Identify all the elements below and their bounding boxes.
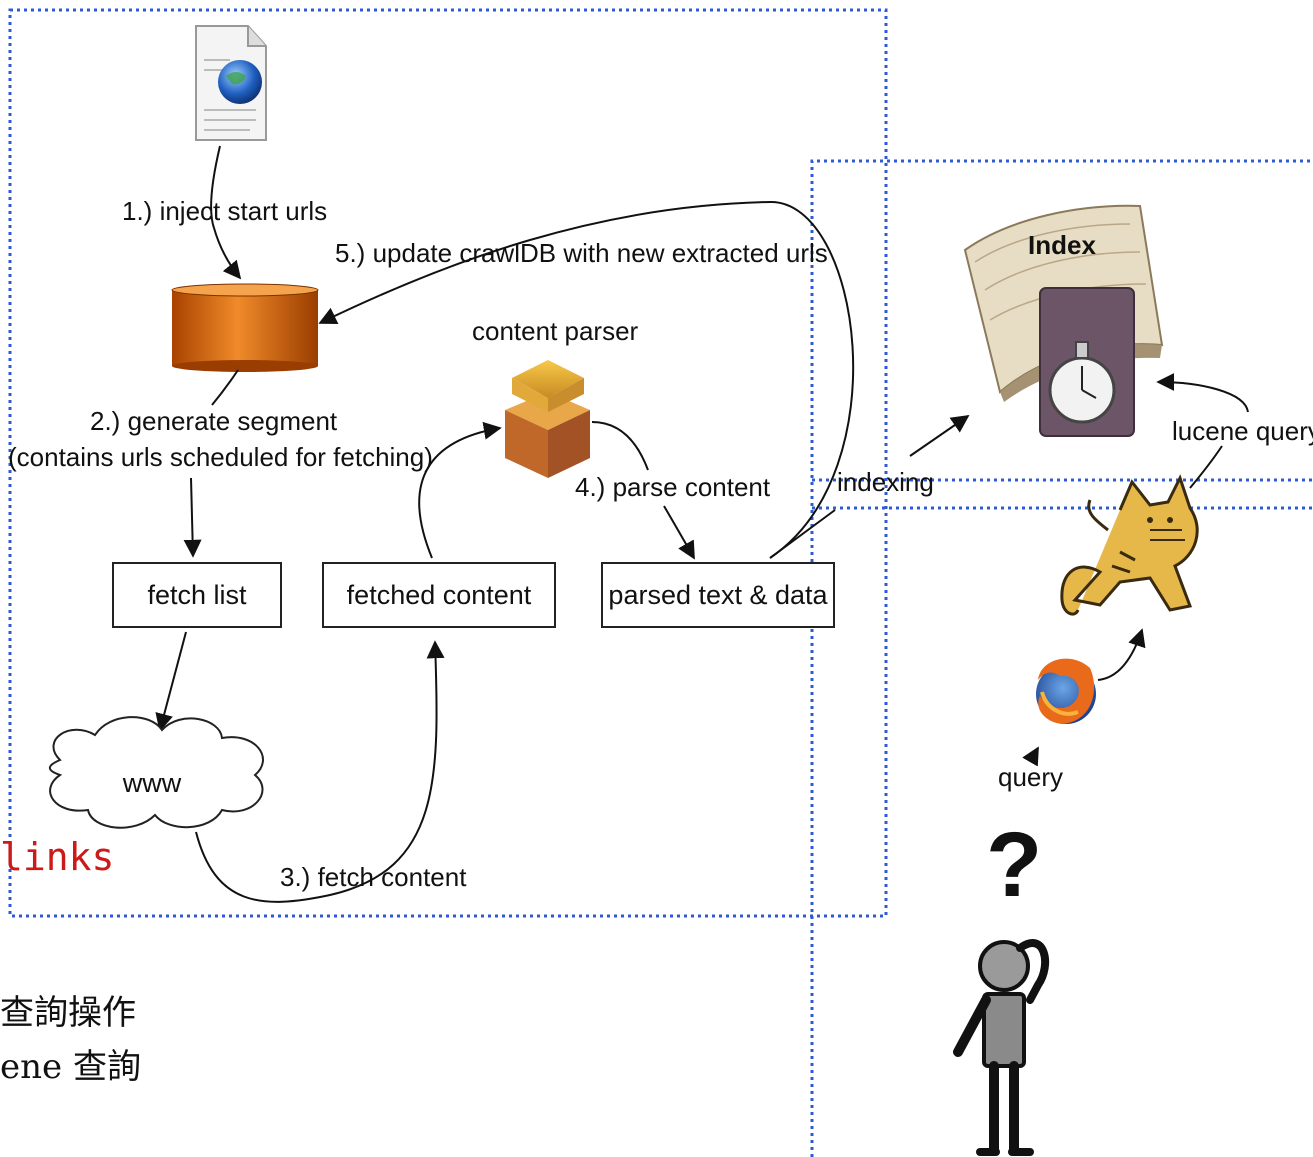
crawl-region-border — [8, 8, 888, 918]
arrow-to-parser — [418, 421, 502, 559]
tomcat-icon — [1060, 474, 1199, 616]
crawldb-cylinder-icon — [171, 283, 319, 372]
arrow-lucene-query — [1156, 373, 1249, 413]
svg-text:www: www — [122, 768, 182, 798]
fetch-list-box: fetch list — [112, 562, 282, 628]
question-mark-icon: ? — [986, 814, 1042, 916]
arrow-query — [1022, 746, 1039, 767]
label-query: query — [998, 762, 1063, 792]
bottom-text-line2: ene 查詢 — [0, 1047, 141, 1087]
content-parser-box-icon — [505, 360, 590, 478]
label-step2-line2: (contains urls scheduled for fetching) — [8, 442, 433, 472]
arrow-fetch-content — [195, 640, 445, 903]
arrow-inject — [210, 145, 242, 280]
svg-text:parsed text & data: parsed text & data — [608, 580, 828, 610]
label-content-parser: content parser — [472, 316, 639, 346]
label-step2-line1: 2.) generate segment — [90, 406, 338, 436]
label-step3: 3.) fetch content — [280, 862, 467, 892]
index-book-icon: Index — [963, 204, 1164, 437]
arrow-update-crawldb — [318, 200, 855, 559]
arrow-parse — [591, 421, 649, 471]
connector-tomcat-to-lucene — [1189, 445, 1223, 489]
svg-text:Index: Index — [1028, 230, 1096, 260]
web-document-icon — [195, 25, 267, 141]
www-cloud: www — [48, 716, 264, 829]
svg-text:fetched content: fetched content — [347, 580, 532, 610]
arrow-generate — [183, 477, 202, 558]
label-step1: 1.) inject start urls — [122, 196, 327, 226]
label-step5: 5.) update crawlDB with new extracted ur… — [335, 238, 828, 268]
bottom-text-line1: 查詢操作 — [0, 993, 136, 1033]
fetched-content-box: fetched content — [322, 562, 556, 628]
index-region-border — [810, 159, 1313, 1157]
label-lucene-query: lucene query — [1172, 416, 1313, 446]
connector-crawldb-step2 — [211, 369, 239, 406]
firefox-icon — [1036, 658, 1096, 724]
label-step4: 4.) parse content — [575, 472, 771, 502]
connector-parsed-to-indexing — [769, 509, 836, 559]
label-indexing: indexing — [837, 467, 934, 497]
label-links: links — [0, 835, 114, 879]
svg-text:fetch list: fetch list — [147, 580, 247, 610]
arrow-firefox-to-tomcat — [1097, 628, 1146, 681]
arrow-parse-to-parsed — [663, 505, 695, 560]
parsed-text-box: parsed text & data — [601, 562, 835, 628]
person-icon — [953, 939, 1050, 1156]
arrow-indexing — [909, 414, 970, 457]
arrow-to-www — [155, 631, 187, 732]
